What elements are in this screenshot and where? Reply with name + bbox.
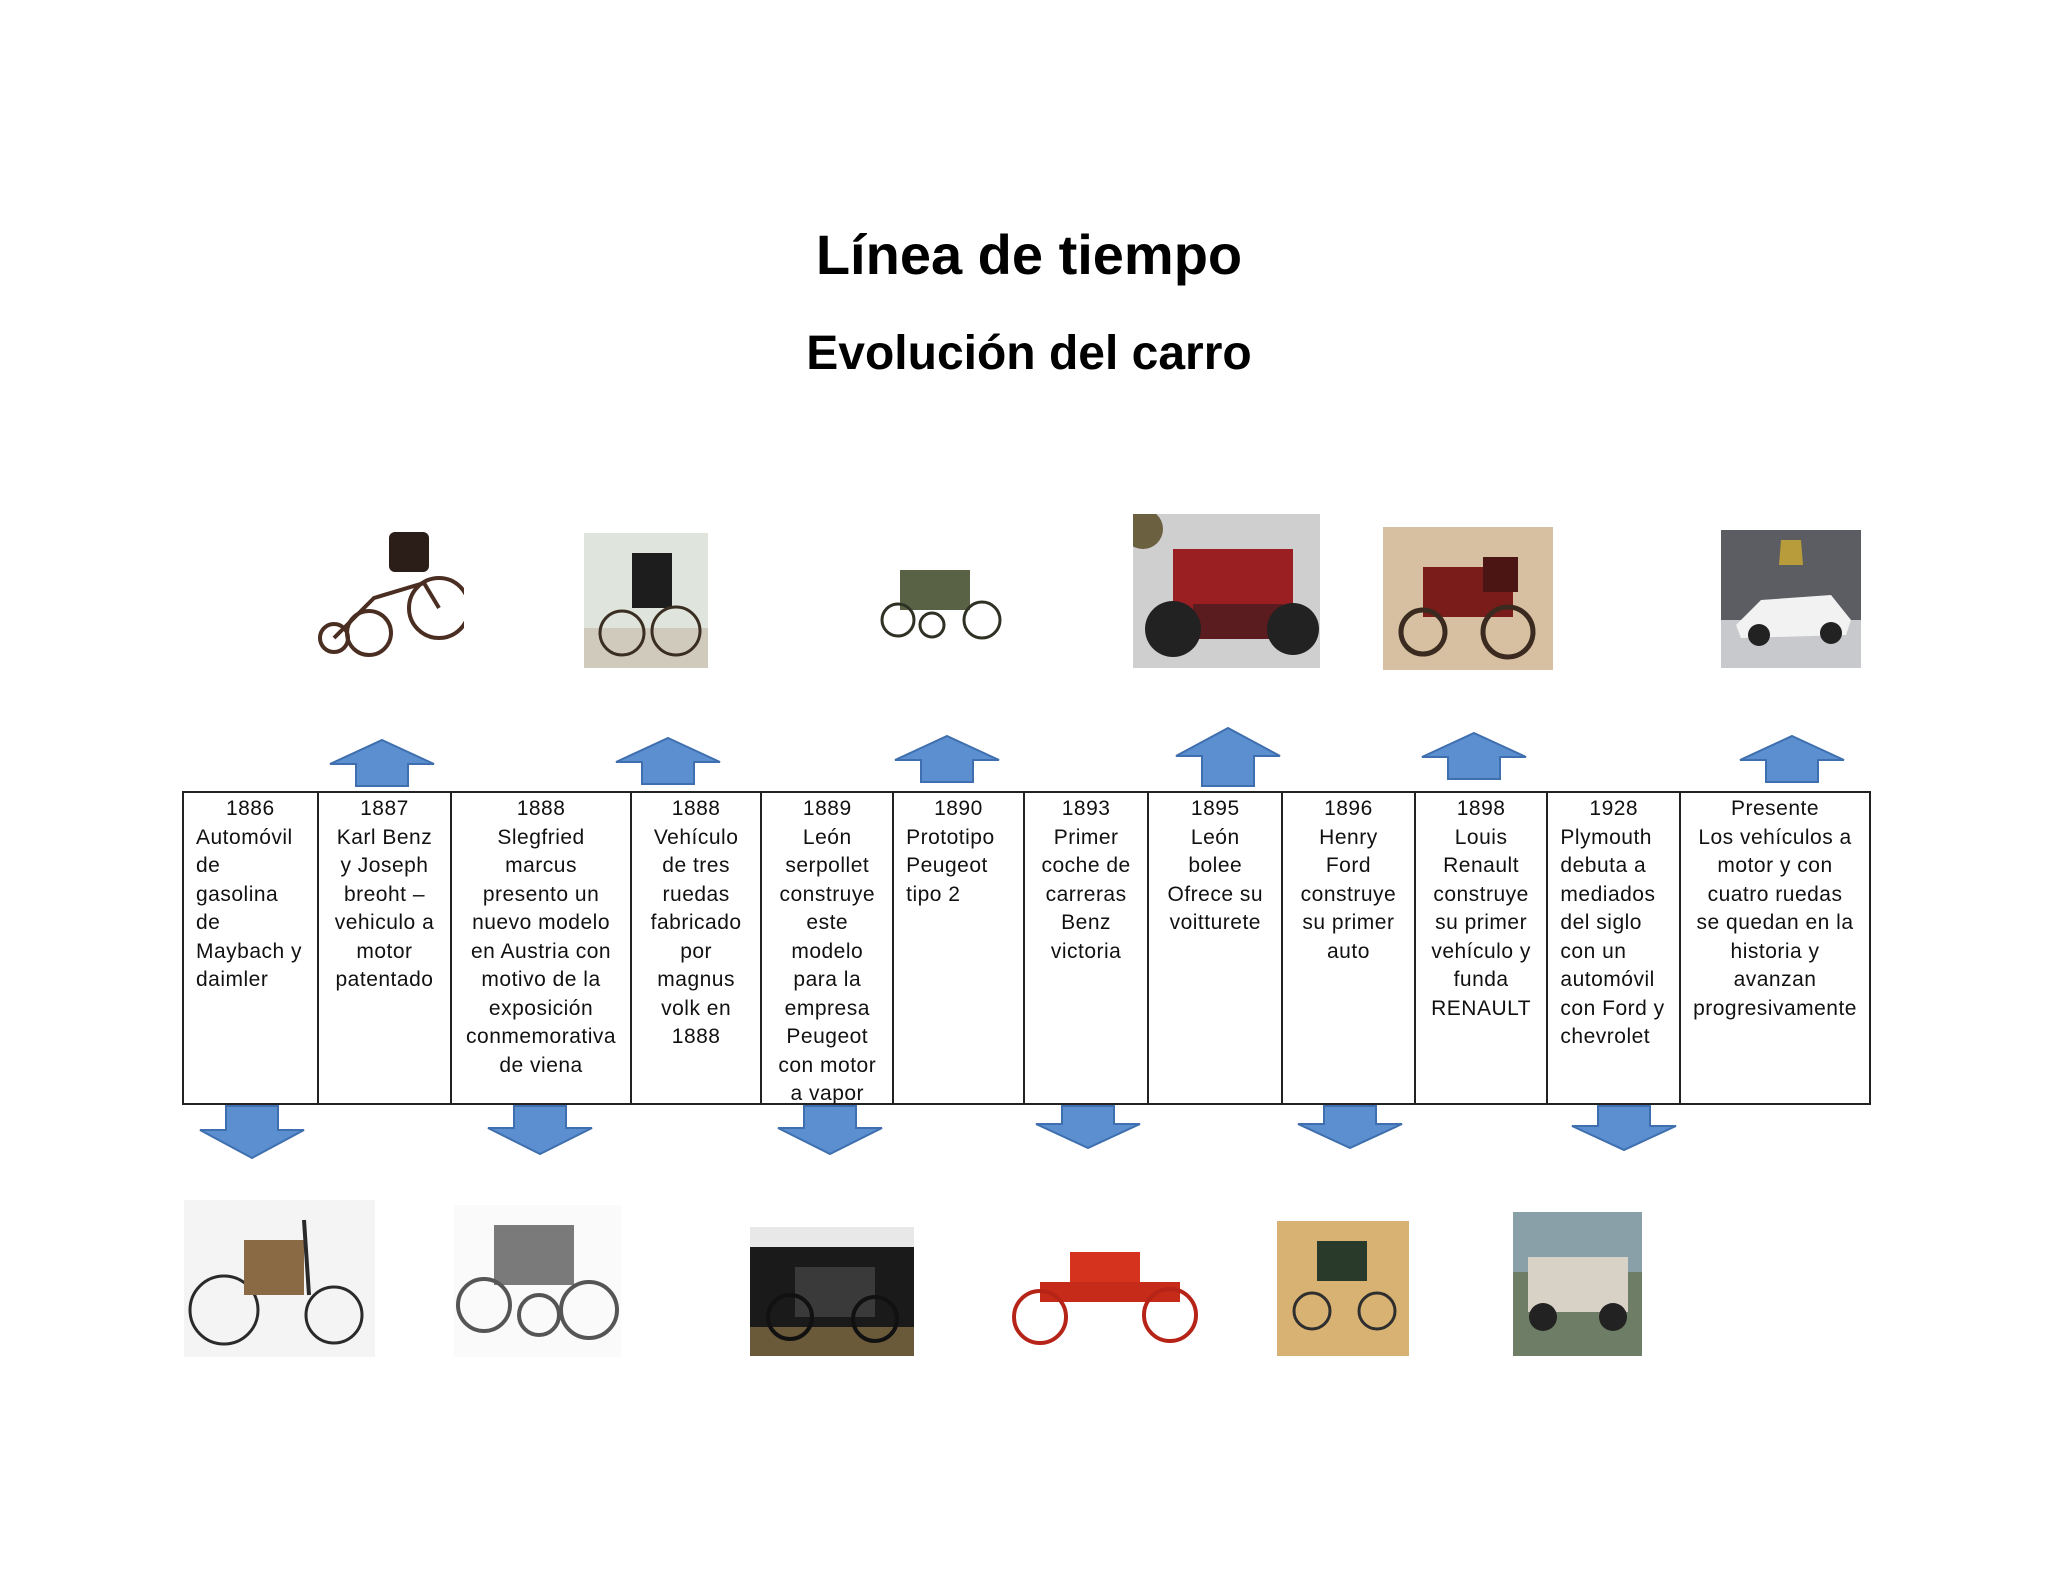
car-photo-1928 [1513, 1212, 1642, 1356]
arrow-down-icon [1297, 1105, 1403, 1150]
event-text: Automóvil de gasolina de Maybach y daiml… [196, 825, 303, 992]
event-text: León serpollet construye este modelo par… [778, 825, 877, 1106]
car-photo-1898 [1383, 527, 1553, 670]
car-photo-1886 [184, 1200, 375, 1357]
car-photo-presente [1721, 530, 1861, 668]
arrow-up-icon [1175, 726, 1281, 787]
car-photo-1887 [314, 528, 464, 670]
arrow-down-icon [1571, 1105, 1677, 1152]
event-text: León bolee Ofrece su voitturete [1167, 825, 1264, 935]
event-year: 1896 [1324, 797, 1373, 820]
car-photo-1887b [454, 1205, 621, 1357]
arrow-up-icon [894, 734, 1000, 783]
event-text: Primer coche de carreras Benz victoria [1041, 825, 1131, 963]
event-text: Plymouth debuta a mediados del siglo con… [1560, 825, 1665, 1049]
car-photo-1889 [870, 530, 1008, 668]
event-year: 1898 [1456, 797, 1506, 820]
event-year: 1888 [671, 797, 721, 820]
event-text: Louis Renault construye su primer vehícu… [1431, 825, 1532, 1020]
car-photo-1893 [1133, 514, 1320, 668]
page-title: Línea de tiempo [815, 223, 1243, 286]
arrow-up-icon [615, 736, 721, 785]
arrow-down-icon [199, 1105, 305, 1160]
event-text: Slegfried marcus presento un nuevo model… [466, 825, 617, 1077]
arrow-up-icon [329, 738, 435, 787]
event-year: 1890 [934, 797, 983, 820]
arrow-down-icon [487, 1105, 593, 1156]
arrow-down-icon [1035, 1105, 1141, 1150]
page-subtitle: Evolución del carro [806, 327, 1252, 380]
event-text: Henry Ford construye su primer auto [1300, 825, 1397, 963]
event-year: 1893 [1061, 797, 1111, 820]
car-photo-1890 [1000, 1237, 1210, 1347]
event-year: 1887 [360, 797, 409, 820]
arrow-up-icon [1421, 731, 1527, 780]
event-year: 1889 [802, 797, 852, 820]
car-photo-1888a [584, 533, 708, 668]
event-year: 1895 [1190, 797, 1240, 820]
event-text: Karl Benz y Joseph breoht – vehiculo a m… [334, 825, 435, 992]
arrow-down-icon [777, 1105, 883, 1156]
event-text: Vehículo de tres ruedas fabricado por ma… [650, 825, 742, 1049]
event-text: Los vehículos a motor y con cuatro rueda… [1693, 825, 1857, 1020]
event-year: 1888 [516, 797, 566, 820]
car-photo-1888b [750, 1227, 914, 1356]
event-text: Prototipo Peugeot tipo 2 [906, 825, 995, 906]
event-year: 1886 [225, 797, 275, 820]
event-year: Presente [1731, 797, 1820, 820]
arrow-up-icon [1739, 734, 1845, 783]
event-year: 1928 [1589, 797, 1639, 820]
car-photo-1896 [1277, 1221, 1409, 1356]
